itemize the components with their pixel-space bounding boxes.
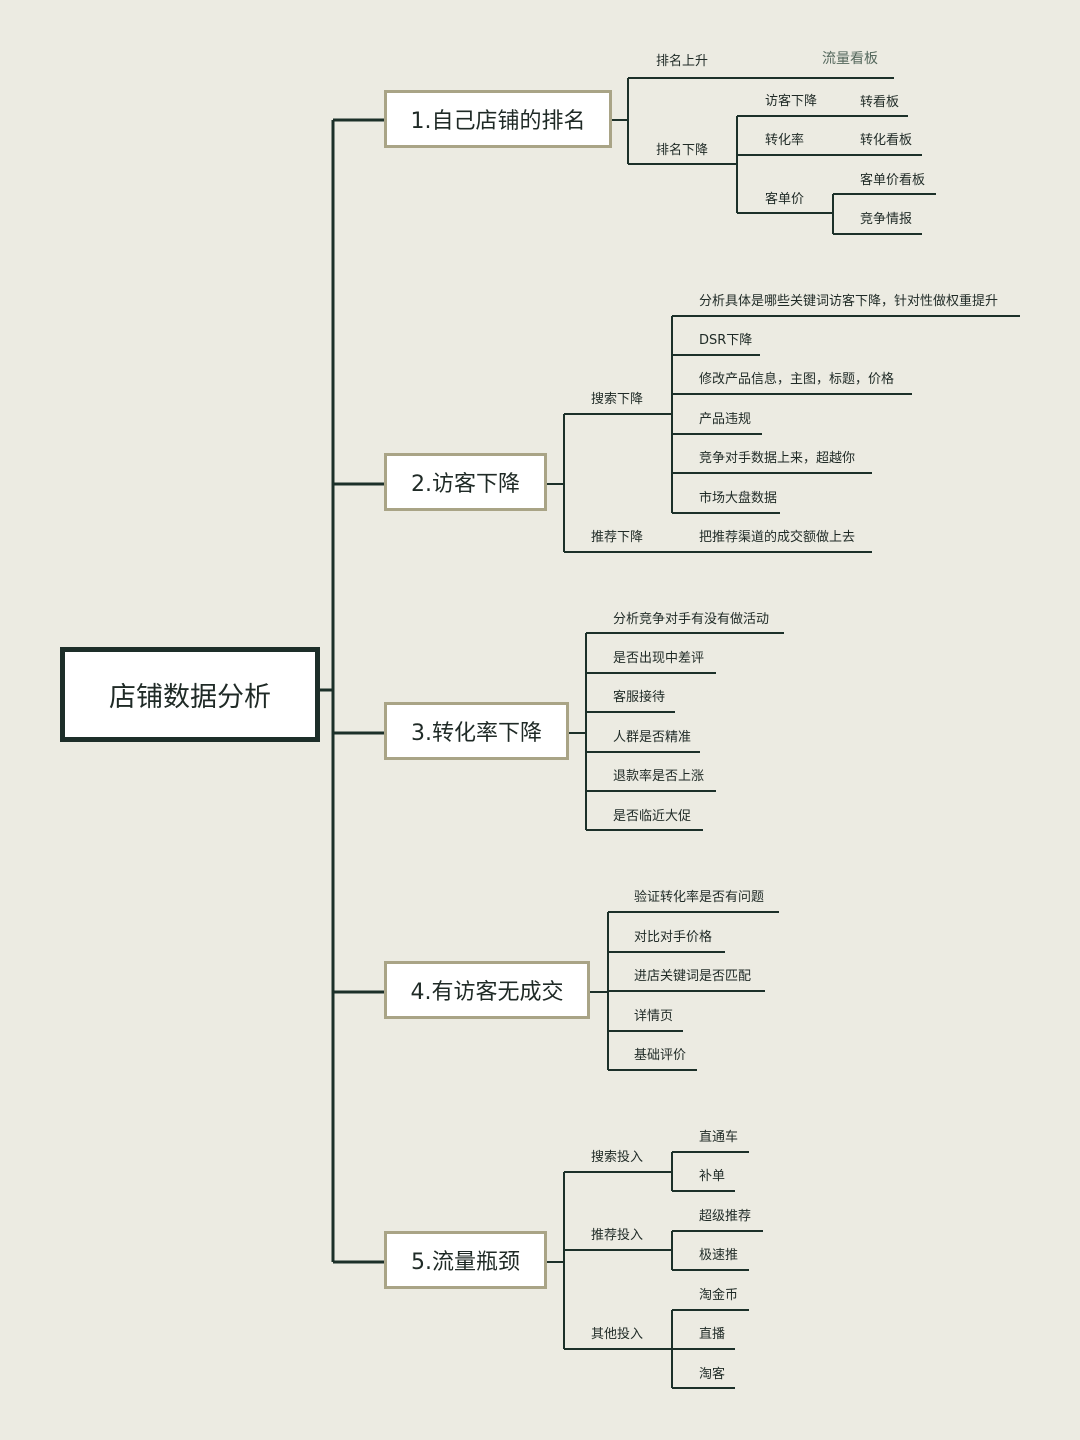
node-compare-price[interactable]: 对比对手价格 (634, 930, 713, 945)
node-conversion-board[interactable]: 转化看板 (860, 133, 913, 148)
b5-stem (546, 1171, 672, 1350)
node-traffic-board[interactable]: 流量看板 (822, 51, 878, 67)
node-bad-reviews[interactable]: 是否出现中差评 (613, 651, 705, 666)
node-market-data[interactable]: 市场大盘数据 (699, 491, 778, 506)
node-ztc[interactable]: 直通车 (699, 1130, 739, 1145)
node-competitor-activity[interactable]: 分析竞争对手有没有做活动 (613, 612, 770, 627)
branch-node-visitor-drop[interactable]: 2.访客下降 (384, 453, 547, 511)
node-buchan[interactable]: 补单 (699, 1169, 726, 1184)
node-modify-product-info[interactable]: 修改产品信息，主图，标题，价格 (699, 372, 895, 387)
node-detail-page[interactable]: 详情页 (634, 1009, 674, 1024)
branch-node-no-deal[interactable]: 4.有访客无成交 (384, 961, 590, 1019)
node-super-recommend[interactable]: 超级推荐 (699, 1209, 752, 1224)
node-taoke[interactable]: 淘客 (699, 1367, 726, 1382)
b3-stem (568, 632, 784, 831)
b2-stem (546, 413, 872, 553)
node-refund-rate[interactable]: 退款率是否上涨 (613, 769, 705, 784)
node-zhuan-board[interactable]: 转看板 (860, 95, 900, 110)
node-unit-price-board[interactable]: 客单价看板 (860, 173, 926, 188)
node-search-drop[interactable]: 搜索下降 (591, 392, 644, 407)
b1-sub-stem (736, 115, 922, 214)
b5-other-stem (671, 1309, 749, 1389)
node-unit-price[interactable]: 客单价 (765, 192, 805, 207)
node-rank-down[interactable]: 排名下降 (656, 143, 709, 158)
node-verify-conversion[interactable]: 验证转化率是否有问题 (634, 890, 765, 905)
node-big-promotion[interactable]: 是否临近大促 (613, 809, 692, 824)
node-other-investment[interactable]: 其他投入 (591, 1327, 644, 1342)
node-recommend-investment[interactable]: 推荐投入 (591, 1228, 644, 1243)
node-competitor-data[interactable]: 竞争对手数据上来，超越你 (699, 451, 856, 466)
node-basic-reviews[interactable]: 基础评价 (634, 1048, 687, 1063)
node-visitor-drop[interactable]: 访客下降 (765, 94, 818, 109)
b2-search-stem (671, 315, 1020, 514)
node-search-investment[interactable]: 搜索投入 (591, 1150, 644, 1165)
node-taojinbi[interactable]: 淘金币 (699, 1288, 739, 1303)
node-recommend-drop[interactable]: 推荐下降 (591, 530, 644, 545)
branch-node-conversion-drop[interactable]: 3.转化率下降 (384, 702, 569, 760)
node-dsr-drop[interactable]: DSR下降 (699, 333, 753, 348)
node-keyword-analysis[interactable]: 分析具体是哪些关键词访客下降，针对性做权重提升 (699, 294, 999, 309)
node-competition-intel[interactable]: 竞争情报 (860, 212, 913, 227)
node-keyword-match[interactable]: 进店关键词是否匹配 (634, 969, 752, 984)
node-audience-precision[interactable]: 人群是否精准 (613, 730, 692, 745)
b1-stem (611, 77, 894, 165)
node-conversion-rate[interactable]: 转化率 (765, 133, 805, 148)
b5-search-stem (671, 1151, 749, 1192)
b1-kedanjia-stem (832, 193, 936, 235)
b4-stem (589, 911, 779, 1071)
node-customer-service[interactable]: 客服接待 (613, 690, 666, 705)
node-recommend-gmv[interactable]: 把推荐渠道的成交额做上去 (699, 530, 856, 545)
node-rank-up[interactable]: 排名上升 (656, 54, 709, 69)
node-express-push[interactable]: 极速推 (699, 1248, 739, 1263)
node-product-violation[interactable]: 产品违规 (699, 412, 752, 427)
node-livestream[interactable]: 直播 (699, 1327, 726, 1342)
b5-recommend-stem (671, 1230, 763, 1271)
branch-node-ranking[interactable]: 1.自己店铺的排名 (384, 90, 612, 148)
branch-node-traffic-bottleneck[interactable]: 5.流量瓶颈 (384, 1231, 547, 1289)
root-node[interactable]: 店铺数据分析 (60, 647, 320, 742)
